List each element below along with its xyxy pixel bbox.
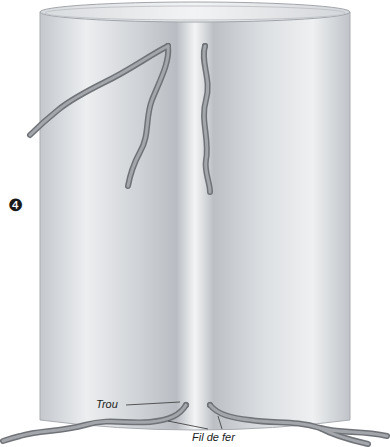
can-body	[40, 2, 350, 430]
iron-wires	[3, 46, 387, 444]
part-label: Trou	[96, 398, 118, 410]
holes	[165, 43, 213, 408]
part-label: Fil de fer	[192, 431, 235, 443]
leader-lines	[126, 402, 222, 429]
callout-number: ❹	[8, 196, 23, 215]
